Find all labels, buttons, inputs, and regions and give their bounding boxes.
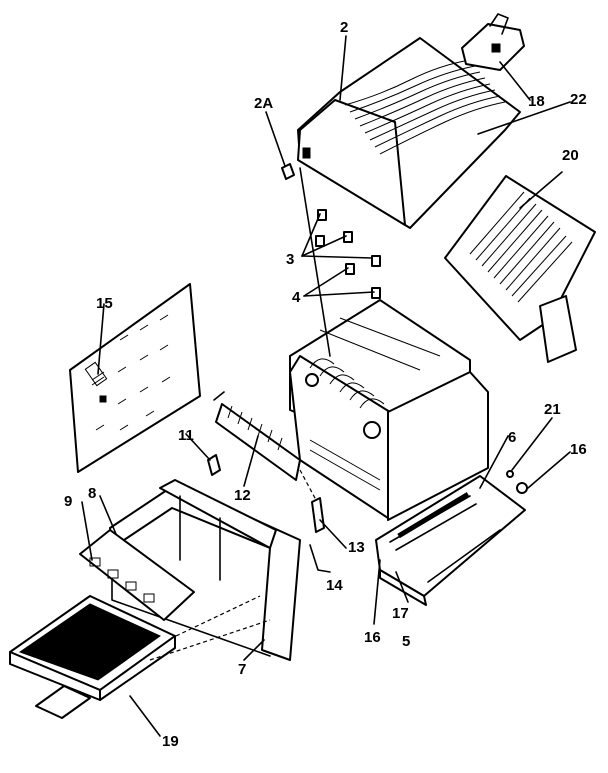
callout-21: 21 (544, 401, 561, 418)
callout-3: 3 (286, 251, 295, 268)
callout-9: 9 (64, 493, 73, 510)
part-16-screw (516, 482, 528, 494)
callout-17: 17 (392, 605, 409, 622)
part-18-bracket (461, 13, 525, 71)
callout-16-right: 16 (570, 441, 587, 458)
callout-8: 8 (88, 485, 97, 502)
callout-12: 12 (234, 487, 251, 504)
callout-5: 5 (402, 633, 411, 650)
part-8-9-front-panel (79, 529, 195, 621)
leader-lines (81, 35, 571, 737)
callout-14: 14 (326, 577, 343, 594)
part-21-screw (506, 470, 514, 478)
part-12-paper-guide (213, 391, 301, 481)
callout-2: 2 (340, 19, 349, 36)
callout-18: 18 (528, 93, 545, 110)
part-7-lower-frame (109, 479, 301, 661)
callout-22: 22 (570, 91, 587, 108)
alignment-lines (149, 469, 317, 661)
callout-6: 6 (508, 429, 517, 446)
callout-2a: 2A (254, 95, 274, 112)
part-20-rear-tray (444, 175, 596, 363)
callout-4: 4 (292, 289, 301, 306)
callout-7: 7 (238, 661, 247, 678)
callout-13: 13 (348, 539, 365, 556)
callout-15: 15 (96, 295, 113, 312)
part-2-top-cover (297, 37, 521, 229)
callout-20: 20 (562, 147, 579, 164)
callout-16-bottom: 16 (364, 629, 381, 646)
parts-13-14 (309, 497, 331, 573)
callout-11: 11 (178, 427, 194, 444)
parts-3-4-latches (315, 209, 381, 299)
part-2a-clip (281, 163, 295, 180)
part-15-side-panel (69, 283, 201, 473)
part-19-paper-tray (9, 595, 176, 719)
part-11-screw (207, 454, 221, 476)
callout-19: 19 (162, 733, 179, 750)
main-chassis (289, 299, 489, 521)
